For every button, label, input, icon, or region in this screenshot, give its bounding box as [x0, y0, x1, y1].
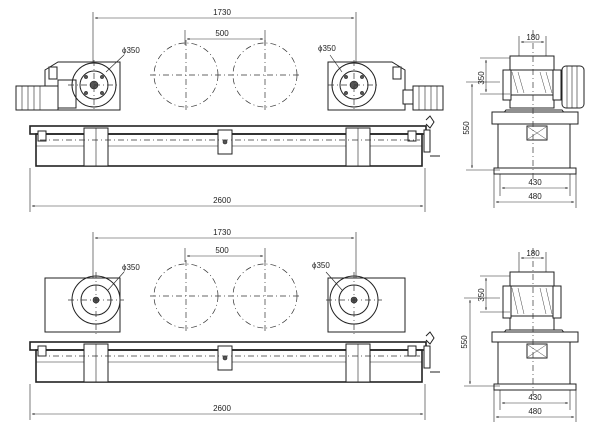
wheel-label: ϕ350	[122, 46, 140, 55]
dimension-top-width: 180	[518, 249, 547, 272]
dimension-wheel-height: 350	[477, 275, 510, 313]
dimension-total-length: 2600	[29, 384, 426, 420]
dim-text: 180	[526, 33, 540, 42]
dim-text: 480	[528, 192, 542, 201]
dim-text: 1730	[213, 8, 231, 17]
dim-text: 500	[215, 246, 229, 255]
dim-text: 2600	[213, 196, 231, 205]
dimension-total-length: 2600	[29, 168, 426, 212]
dim-text: 2600	[213, 404, 231, 413]
handwheel	[423, 345, 431, 369]
left-roller-stand: ϕ350	[15, 46, 140, 112]
wheel-label: ϕ350	[122, 263, 140, 272]
dim-text: 1730	[213, 228, 231, 237]
wheel-pair	[509, 271, 555, 331]
dimension-base-inner: 430	[499, 174, 571, 196]
dimension-overall-span: 1730	[92, 8, 357, 70]
motor-left	[15, 85, 59, 111]
motor-side	[561, 65, 585, 109]
dim-text: 480	[528, 407, 542, 416]
wheel-label: ϕ350	[318, 44, 336, 53]
right-roller-stand: ϕ350	[312, 261, 406, 334]
front-view-powered: 1730 500	[15, 8, 444, 212]
motor-right	[412, 85, 444, 111]
dim-text: 350	[477, 288, 486, 302]
dim-text: 430	[528, 178, 542, 187]
dim-text: 500	[215, 29, 229, 38]
bracket-ear	[392, 66, 402, 80]
gearbox-left	[57, 79, 77, 109]
dim-text: 430	[528, 393, 542, 402]
dimension-base-outer: 480	[493, 390, 577, 422]
base-beam	[29, 331, 440, 383]
dimension-height: 550	[462, 81, 500, 171]
bracket-ear	[48, 66, 58, 80]
coupling-right	[402, 89, 414, 105]
base-beam	[29, 115, 440, 167]
dimension-top-width: 180	[518, 33, 547, 56]
left-roller-stand: ϕ350	[44, 263, 140, 334]
front-view-idler: 1730 500 ϕ350	[29, 228, 440, 420]
dimension-height: 550	[460, 297, 500, 387]
wheel-label: ϕ350	[312, 261, 330, 270]
dimension-roller-spacing: 500	[184, 246, 266, 262]
dim-text: 350	[477, 71, 486, 85]
dimension-roller-spacing: 500	[184, 29, 266, 45]
dimension-base-inner: 430	[499, 390, 571, 410]
wheel-pair	[509, 55, 555, 109]
side-view-powered: 180 350 550	[462, 30, 585, 208]
dim-text: 550	[460, 335, 469, 349]
right-roller-stand: ϕ350	[318, 44, 444, 112]
handwheel	[423, 129, 431, 153]
dimension-base-outer: 480	[493, 174, 577, 208]
dimension-wheel-height: 350	[477, 57, 510, 95]
dim-text: 550	[462, 121, 471, 135]
dimension-overall-span: 1730	[92, 228, 357, 290]
side-view-idler: 180 350 550 430	[460, 248, 579, 422]
